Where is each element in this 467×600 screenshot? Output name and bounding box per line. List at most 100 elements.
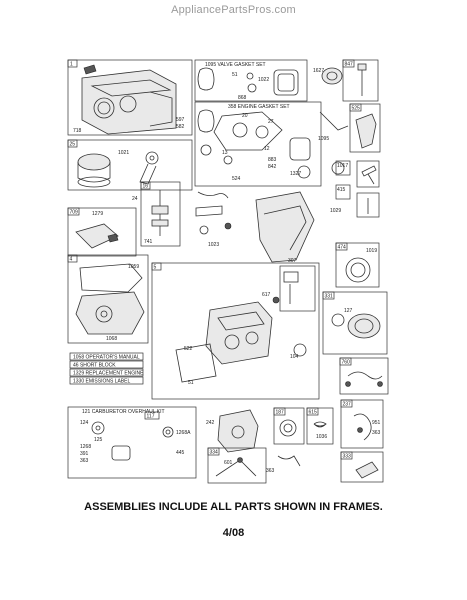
callout: 363 [266,468,275,474]
callout: 522 [184,346,193,352]
callout: 582 [176,124,185,130]
carburetor-body: 242 601 [206,409,259,466]
manual-item: 46 SHORT BLOCK [73,363,116,369]
frame-cylinder-label: 1 [70,62,73,68]
frame-fuel-pump: 187 [273,407,305,445]
callout: 1068 [106,336,117,342]
callout: 20 [242,113,248,119]
frame-breather: 709 1279 [67,207,137,257]
callout: 13 [222,150,228,156]
callout: 104 [290,354,299,360]
callout: 1059 [128,264,139,270]
frame-coil-label: 474 [338,245,347,251]
callout: 1023 [208,242,219,248]
callout: 445 [176,450,185,456]
callout: 307 [288,258,297,264]
callout: 363 [372,430,381,436]
frame-crankshaft: 16 24 741 [132,181,181,247]
callout: 868 [238,95,247,101]
frame-starter-solenoid-label: 237 [343,402,352,408]
frame-fuel-pump-label: 187 [276,410,285,416]
frame-fuel-filter-label: 333 [343,454,352,460]
frame-fuel-filter: 333 [340,451,384,483]
frame-sump-label: 4 [70,257,73,263]
assemblies-note: ASSEMBLIES INCLUDE ALL PARTS SHOWN IN FR… [84,501,383,513]
frame-cylinder: 1 718 597 582 [67,59,193,136]
callout: 391 [80,451,89,457]
callout: 951 [372,420,381,426]
callout: 601 [224,460,233,466]
callout: 741 [144,239,153,245]
callout: 242 [206,420,215,426]
callout: 617 [262,292,271,298]
manual-item: 1058 OPERATOR'S MANUAL [73,355,140,361]
frame-engine-gasket-label: 358 ENGINE GASKET SET [228,104,290,110]
manuals-list: 1058 OPERATOR'S MANUAL 46 SHORT BLOCK 13… [69,352,144,385]
loose-parts-top: 1627 1095 [313,67,349,175]
callout: 12 [264,146,270,152]
frame-valve-gasket-set: 1095 VALVE GASKET SET 51 1022 868 [194,59,308,102]
frame-oil-fill-label: 847 [345,62,354,68]
callout: 883 [268,157,277,163]
callout: 127 [344,308,353,314]
frame-spring: 615 1036 [306,407,334,445]
callout: 1029 [330,208,341,214]
frame-flywheel: 117 [144,411,160,420]
callout: 415 [337,187,346,193]
callout: 27 [268,119,274,125]
callout: 363 [80,458,89,464]
frame-governor: 334 [207,447,267,484]
frame-dipstick-label: 525 [352,106,361,112]
callout: 1268 [80,444,91,450]
frame-oil-fill: 847 [342,59,379,102]
frame-piston-label: 25 [70,142,76,148]
callout: 597 [176,117,185,123]
callout: 51 [188,380,194,386]
frame-oil-cooler: 331 127 [322,291,388,355]
frame-spring-label: 615 [309,410,318,416]
frame-dipstick: 525 [349,103,381,153]
frame-head: 5 617 522 51 104 [151,262,320,400]
manual-item: 1330 EMISSIONS LABEL [73,379,130,385]
callout: 1279 [92,211,103,217]
frame-wire-harness-label: 760 [342,360,351,366]
frame-wire-harness: 760 [339,357,389,395]
callout: 1019 [366,248,377,254]
frame-engine-gasket-set: 358 ENGINE GASKET SET 20 27 13 12 524 13… [194,101,322,187]
callout: 524 [232,176,241,182]
revision-date: 4/08 [222,527,245,539]
callout: 125 [94,437,103,443]
callout: 1327 [290,171,301,177]
frame-valve-gasket-label: 1095 VALVE GASKET SET [205,62,266,68]
frame-coil: 474 1019 [335,242,380,288]
frame-breather-label: 709 [70,210,79,216]
frame-carburetor-label: 121 CARBURETOR OVERHAUL KIT [82,409,165,415]
frame-governor-label: 334 [210,450,219,456]
callout: 718 [73,128,82,134]
callout: 1095 [318,136,329,142]
fuel-line: 363 [266,455,301,474]
callout: 842 [268,164,277,170]
callout: 1022 [258,77,269,83]
frame-flywheel-label: 117 [147,414,155,420]
loose-parts-middle: 1023 307 [195,191,315,264]
frame-small-parts-right: 1017 415 1029 [330,160,380,218]
callout: 51 [232,72,238,78]
watermark-text: AppliancePartsPros.com [171,4,296,16]
frame-carburetor-kit: 121 CARBURETOR OVERHAUL KIT 124 125 1268… [67,406,197,479]
callout: 24 [132,196,138,202]
frame-piston: 25 1021 [67,139,193,191]
callout: 1627 [313,68,324,74]
frame-crankshaft-label: 16 [143,184,149,190]
frame-oil-cooler-label: 331 [325,294,334,300]
frame-sump: 4 1059 1068 [67,254,149,344]
callout: 1017 [337,163,348,169]
callout: 124 [80,420,89,426]
callout: 1021 [118,150,129,156]
callout: 1268A [176,430,191,436]
frame-starter-solenoid: 237 951 363 [340,399,384,449]
callout: 1036 [316,434,327,440]
manual-item: 1329 REPLACEMENT ENGINE [73,371,144,377]
frame-head-label: 5 [154,265,157,271]
